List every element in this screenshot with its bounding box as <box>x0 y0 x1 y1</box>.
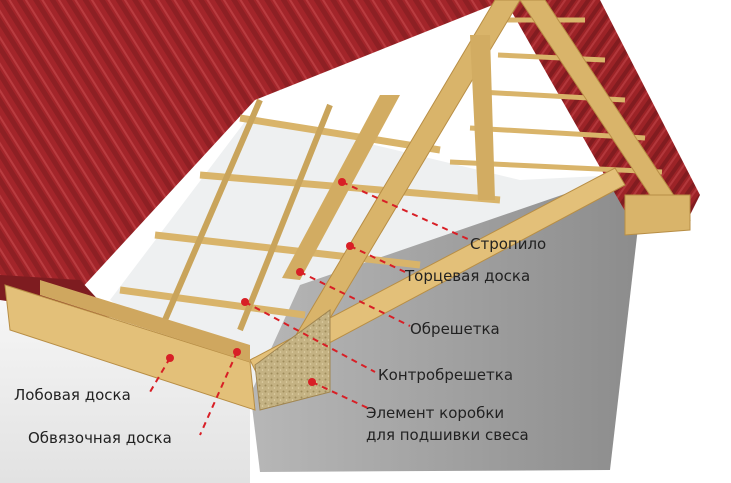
leader-box-element <box>311 381 373 411</box>
rafters <box>279 0 691 363</box>
label-lathing: Обрешетка <box>410 320 500 338</box>
dot-counter-lathing <box>241 298 249 306</box>
dot-rafter <box>338 178 346 186</box>
leader-counter-lathing <box>244 301 376 373</box>
label-rafter: Стропило <box>470 235 546 253</box>
dot-box-element <box>308 378 316 386</box>
label-end-board: Торцевая доска <box>404 267 530 285</box>
counter-battens <box>162 98 333 332</box>
leader-rafter <box>341 181 471 241</box>
leader-strapping <box>199 351 238 436</box>
dot-strapping <box>233 348 241 356</box>
strapping-board-shape <box>40 280 250 362</box>
label-counter-lathing: Контробрешетка <box>378 366 513 384</box>
dot-lathing <box>296 268 304 276</box>
label-strapping-board: Обвязочная доска <box>28 429 172 447</box>
label-box-element-line1: Элемент коробки <box>366 404 504 422</box>
dot-end-board <box>346 242 354 250</box>
right-end-piece <box>624 194 691 236</box>
label-dots <box>166 178 354 386</box>
dot-fascia <box>166 354 174 362</box>
leader-lathing <box>299 271 411 327</box>
fascia-board-shape <box>4 284 256 411</box>
leader-lines <box>149 181 471 436</box>
label-box-element-line2: для подшивки свеса <box>366 426 529 444</box>
label-fascia-board: Лобовая доска <box>14 386 131 404</box>
roof-slope-main <box>0 0 505 290</box>
